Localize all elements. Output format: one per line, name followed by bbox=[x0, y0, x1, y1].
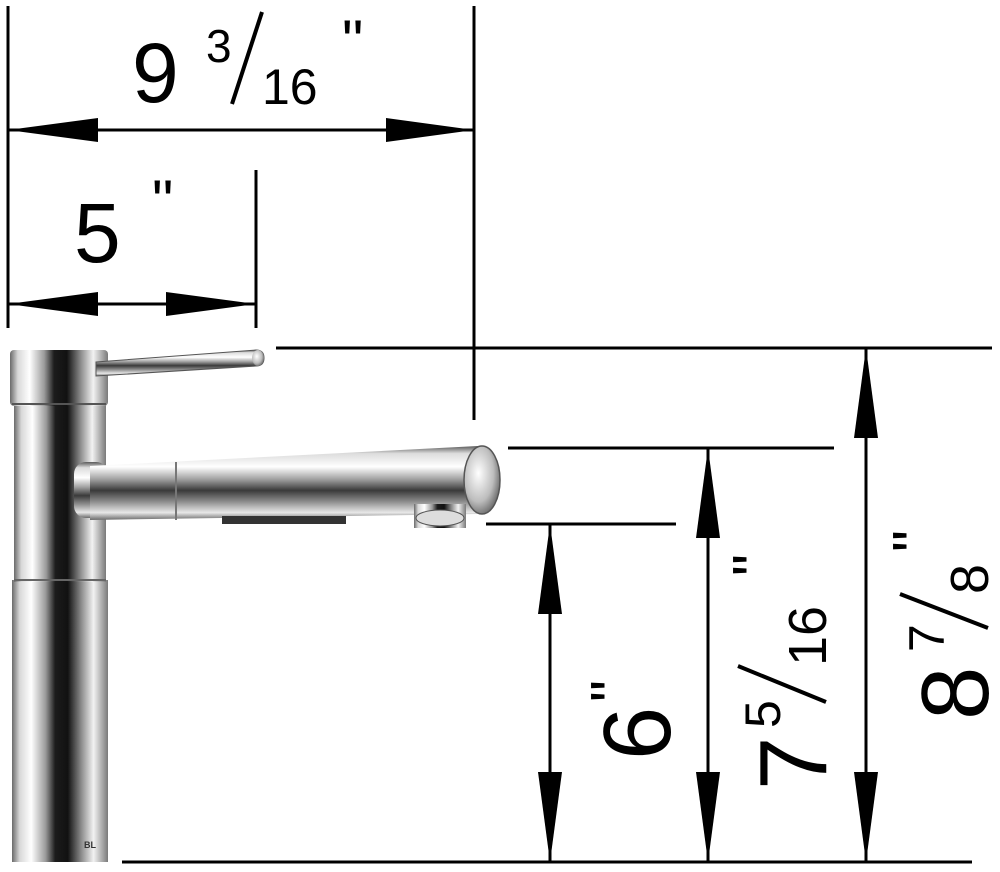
faucet-lever-handle bbox=[95, 349, 265, 377]
extension-lines bbox=[6, 6, 992, 864]
faucet-spout-end bbox=[463, 445, 501, 515]
overall-height-numerator: 7 bbox=[899, 624, 955, 652]
faucet-cartridge-cap bbox=[10, 350, 108, 406]
dimension-spout-top-height: 7 5 16 " bbox=[696, 448, 847, 862]
faucet-base-logo: BL bbox=[84, 840, 96, 850]
faucet-illustration: BL bbox=[10, 349, 501, 862]
overall-reach-denominator: 16 bbox=[262, 59, 318, 115]
spout-top-height-whole: 7 bbox=[740, 737, 847, 790]
spout-top-height-unit: " bbox=[721, 554, 790, 576]
handle-reach-unit: " bbox=[152, 168, 173, 235]
faucet-spout bbox=[90, 446, 478, 520]
dimension-handle-reach: 5 " bbox=[8, 168, 256, 316]
faucet-body-lower bbox=[12, 580, 108, 862]
spout-top-height-numerator: 5 bbox=[735, 700, 791, 728]
handle-reach-whole: 5 bbox=[74, 186, 121, 280]
dimension-spout-underside-height: 6 " bbox=[538, 524, 691, 862]
spout-underside-height-whole: 6 bbox=[584, 707, 691, 760]
spout-underside-height-unit: " bbox=[579, 680, 648, 702]
spout-top-height-denominator: 16 bbox=[778, 606, 838, 666]
overall-reach-unit: " bbox=[342, 8, 363, 75]
overall-height-unit: " bbox=[881, 530, 950, 552]
dimension-overall-reach: 9 3 16 " bbox=[8, 8, 474, 142]
overall-height-whole: 8 bbox=[902, 667, 1000, 720]
dimension-overall-height: 8 7 8 " bbox=[854, 348, 1000, 862]
overall-reach-whole: 9 bbox=[132, 26, 179, 120]
overall-height-denominator: 8 bbox=[940, 564, 1000, 594]
overall-reach-numerator: 3 bbox=[206, 20, 232, 72]
